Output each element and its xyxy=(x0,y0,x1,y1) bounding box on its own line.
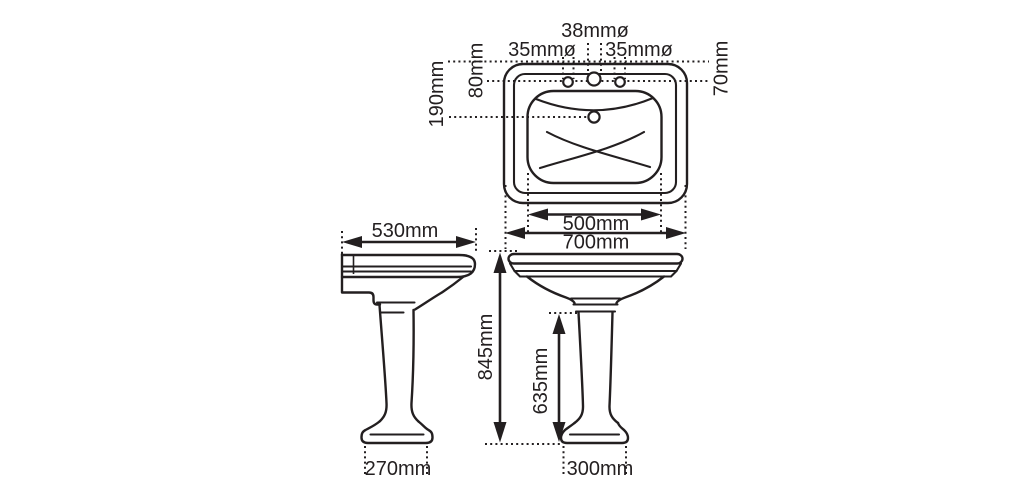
pedestal-base-outline xyxy=(360,420,434,445)
dimension-bowl-width: 500mm xyxy=(527,173,662,235)
dimension-base-depth: 270mm xyxy=(364,446,432,480)
arrowhead-up xyxy=(552,314,566,334)
arrowhead-right xyxy=(456,236,476,248)
pedestal-base-outline xyxy=(559,421,630,445)
arrowhead-left xyxy=(505,227,525,239)
base-depth-label: 270mm xyxy=(365,458,432,480)
dimension-base-width: 300mm xyxy=(562,446,634,480)
arrowhead-down xyxy=(552,422,566,442)
arrowhead-down xyxy=(493,422,507,443)
pedestal-right-edge xyxy=(608,311,620,425)
pedestal-left-edge xyxy=(573,311,585,425)
dimension-overall-width: 700mm xyxy=(504,185,687,254)
bowl-contour-left xyxy=(538,130,646,170)
base-width-label: 300mm xyxy=(567,458,634,480)
pedestal-height-label: 635mm xyxy=(530,348,552,415)
arrowhead-up xyxy=(493,252,507,273)
rim-top-bar xyxy=(507,252,684,265)
bowl-contour-top xyxy=(534,96,655,112)
arrowhead-right xyxy=(641,208,661,221)
tap-offset-right-label: 70mm xyxy=(711,41,733,97)
tap-hole-left xyxy=(562,76,574,88)
hole-diameter-label-right: 35mmø xyxy=(605,39,673,61)
dimension-overall-depth: 530mm xyxy=(341,220,477,253)
tap-hole-right xyxy=(614,76,626,88)
rim-lip xyxy=(513,269,678,278)
basin-bowl-outline xyxy=(526,89,663,185)
bowl-underside-left xyxy=(525,275,576,305)
tap-offset-left-label: 80mm xyxy=(466,43,488,99)
bowl-width-label: 500mm xyxy=(563,213,630,235)
plan-view: 38mmø 35mmø 35mmø 190mm 80mm 70mm 500mm … xyxy=(426,20,733,254)
arrowhead-left xyxy=(528,208,548,221)
overflow-offset-label: 190mm xyxy=(426,61,448,128)
bowl-underside-right xyxy=(615,275,666,305)
basin-outer-outline xyxy=(502,62,689,205)
overall-height-label: 845mm xyxy=(475,314,497,381)
overall-depth-label: 530mm xyxy=(372,220,439,242)
pedestal-right-edge xyxy=(410,308,420,423)
dimension-pedestal-height: 635mm xyxy=(530,312,578,442)
arrowhead-right xyxy=(666,227,686,239)
tap-hole-center xyxy=(586,71,602,87)
back-wall-profile xyxy=(340,252,382,306)
bowl-contour-right xyxy=(545,130,652,169)
dimension-overall-height: 845mm xyxy=(475,250,562,445)
hole-diameter-label-left: 35mmø xyxy=(508,39,576,61)
bowl-underside-curve xyxy=(413,275,465,311)
pedestal-left-edge xyxy=(378,303,388,423)
front-view: 635mm 300mm xyxy=(507,252,684,480)
arrowhead-left xyxy=(342,236,362,248)
overall-width-label: 700mm xyxy=(563,232,630,254)
side-view: 530mm 270mm xyxy=(340,220,477,480)
overflow-hole xyxy=(587,110,601,124)
hole-diameter-label-center: 38mmø xyxy=(561,20,629,42)
